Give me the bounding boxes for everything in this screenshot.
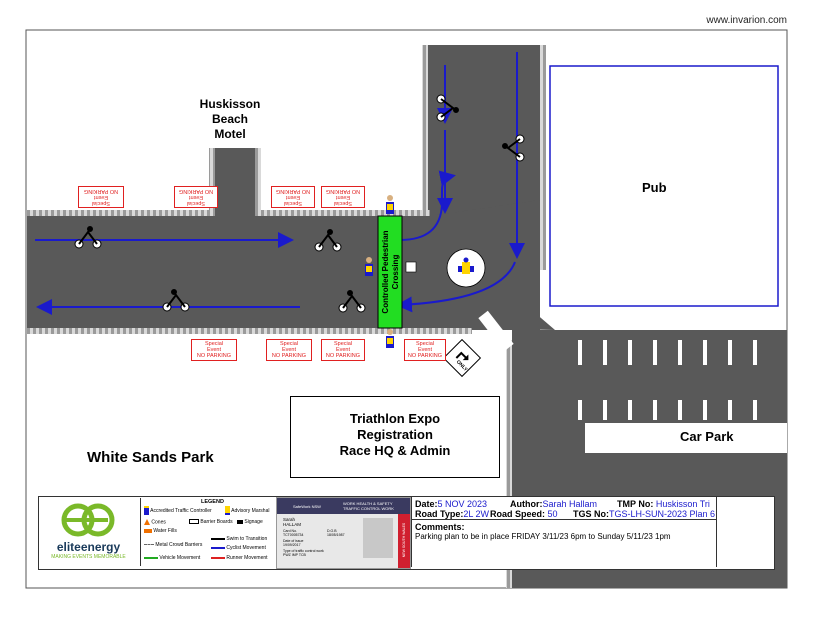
expo-label: Triathlon Expo Registration Race HQ & Ad… [339, 411, 451, 458]
card-side-band [398, 514, 410, 568]
plan-info-divider [412, 519, 716, 520]
plan-tgs: TGS No:TGS-LH-SUN-2023 Plan 6 [573, 509, 716, 519]
site-url[interactable]: www.invarion.com [706, 15, 787, 26]
traffic-controller-icon [144, 506, 149, 515]
legend-barrier-boards: Barrier Boards [189, 519, 233, 525]
no-parking-sign: Special Event NO PARKING [266, 339, 312, 361]
plan-author: Author:Sarah Hallam [510, 499, 598, 509]
kerb-north-left [422, 45, 428, 210]
no-parking-sign: Special Event NO PARKING [271, 186, 315, 208]
kerb-motel-left [209, 148, 215, 210]
kerb-north-right [540, 45, 546, 270]
legend-traffic-controller: Accredited Traffic Controller [144, 506, 212, 515]
card-dob: D.O.B 18/05/1987 [327, 529, 345, 537]
plan-comments: Parking plan to be in place FRIDAY 3/11/… [415, 532, 671, 541]
card-holder-name: Sarah HALLAM [283, 517, 302, 527]
no-parking-sign: Special Event NO PARKING [78, 186, 124, 208]
no-parking-sign: Special Event NO PARKING [321, 186, 365, 208]
motel-label: Huskisson Beach Motel [199, 97, 261, 141]
card-no: Card No. TCT0005734 [283, 529, 304, 537]
no-parking-sign: Special Event NO PARKING [404, 339, 446, 361]
car-park-island [585, 423, 787, 453]
only-sign [442, 338, 482, 378]
legend-title: LEGEND [201, 499, 224, 505]
legend-cones: Cones [144, 519, 166, 525]
plan-comments-label: Comments: [415, 522, 465, 532]
pub-label: Pub [642, 180, 667, 195]
plan-info [411, 497, 717, 567]
kerb-motel-right [255, 148, 261, 210]
car-park-label: Car Park [680, 429, 734, 444]
no-parking-sign: Special Event NO PARKING [321, 339, 365, 361]
plan-road-speed: Road Speed: 50 [490, 509, 558, 519]
vehicle-arrow-icon [144, 556, 158, 559]
card-photo [363, 518, 393, 558]
card-type: Type of traffic control work PWZ IMP TCB [283, 549, 324, 557]
kerb-south-left [506, 340, 512, 588]
metal-barrier-icon [144, 544, 154, 546]
logo-tagline: MAKING EVENTS MEMORABLE [51, 554, 126, 560]
signage-icon [237, 519, 243, 524]
legend-swim: Swim to Transition [211, 536, 267, 542]
legend-signage: Signage [237, 519, 263, 525]
legend-water-fills: Water Fills [144, 528, 177, 534]
logo-name: eliteenergy [56, 540, 121, 554]
logo-mark [61, 503, 115, 537]
main-road [27, 216, 472, 328]
car-park-bays [578, 340, 757, 420]
swim-arrow-icon [211, 537, 225, 540]
plan-tmp: TMP No: Huskisson Tri [617, 499, 710, 509]
park-label: White Sands Park [87, 449, 214, 466]
cyclist-arrow-icon [211, 546, 225, 549]
expo-building: Triathlon Expo Registration Race HQ & Ad… [290, 396, 500, 478]
card-side-text: NEW SOUTH WALES [402, 522, 406, 558]
traffic-control-card: SafeWork NSW WORK HEALTH & SAFETY TRAFFI… [276, 497, 411, 569]
kerb-top-mid [255, 210, 430, 216]
cyclist-glyphs [74, 94, 525, 313]
legend-vehicle: Vehicle Movement [144, 555, 200, 561]
traffic-controllers [365, 195, 394, 348]
cone-icon [144, 519, 150, 525]
crossing-label: Controlled Pedestrian Crossing [381, 230, 400, 314]
motel-driveway [215, 148, 255, 218]
runner-arrow-icon [211, 556, 225, 559]
marshal-icon [225, 506, 230, 515]
water-fill-icon [144, 528, 152, 533]
legend-cyclist: Cyclist Movement [211, 545, 266, 551]
legend-metal-barriers: Metal Crowd Barriers [144, 542, 202, 548]
kerb-top-left [27, 210, 215, 216]
legend-runner: Runner Movement [211, 555, 268, 561]
advisory-marshal-icon [458, 257, 474, 274]
plan-road-type: Road Type:2L 2W [415, 509, 490, 519]
barrier-icon [189, 519, 199, 525]
card-issuer: SafeWork NSW [293, 504, 321, 509]
traffic-island [478, 310, 514, 352]
plan-date: Date:5 NOV 2023 [415, 499, 488, 509]
no-parking-sign: Special Event NO PARKING [174, 186, 218, 208]
kerb-bottom [27, 328, 472, 334]
logo-panel: eliteenergy MAKING EVENTS MEMORABLE [40, 498, 137, 566]
crossing-box [405, 261, 417, 273]
legend-advisory-marshal: Advisory Marshal [225, 506, 269, 515]
pedestrian-crossing [377, 215, 403, 329]
card-header [277, 498, 410, 514]
card-issue: Date of issue 19/09/2017 [283, 539, 304, 547]
legend: LEGEND Accredited Traffic Controller Adv… [140, 498, 276, 566]
no-parking-sign: Special Event NO PARKING [191, 339, 237, 361]
pub-building [549, 65, 779, 307]
card-title: WORK HEALTH & SAFETY TRAFFIC CONTROL WOR… [343, 501, 394, 511]
